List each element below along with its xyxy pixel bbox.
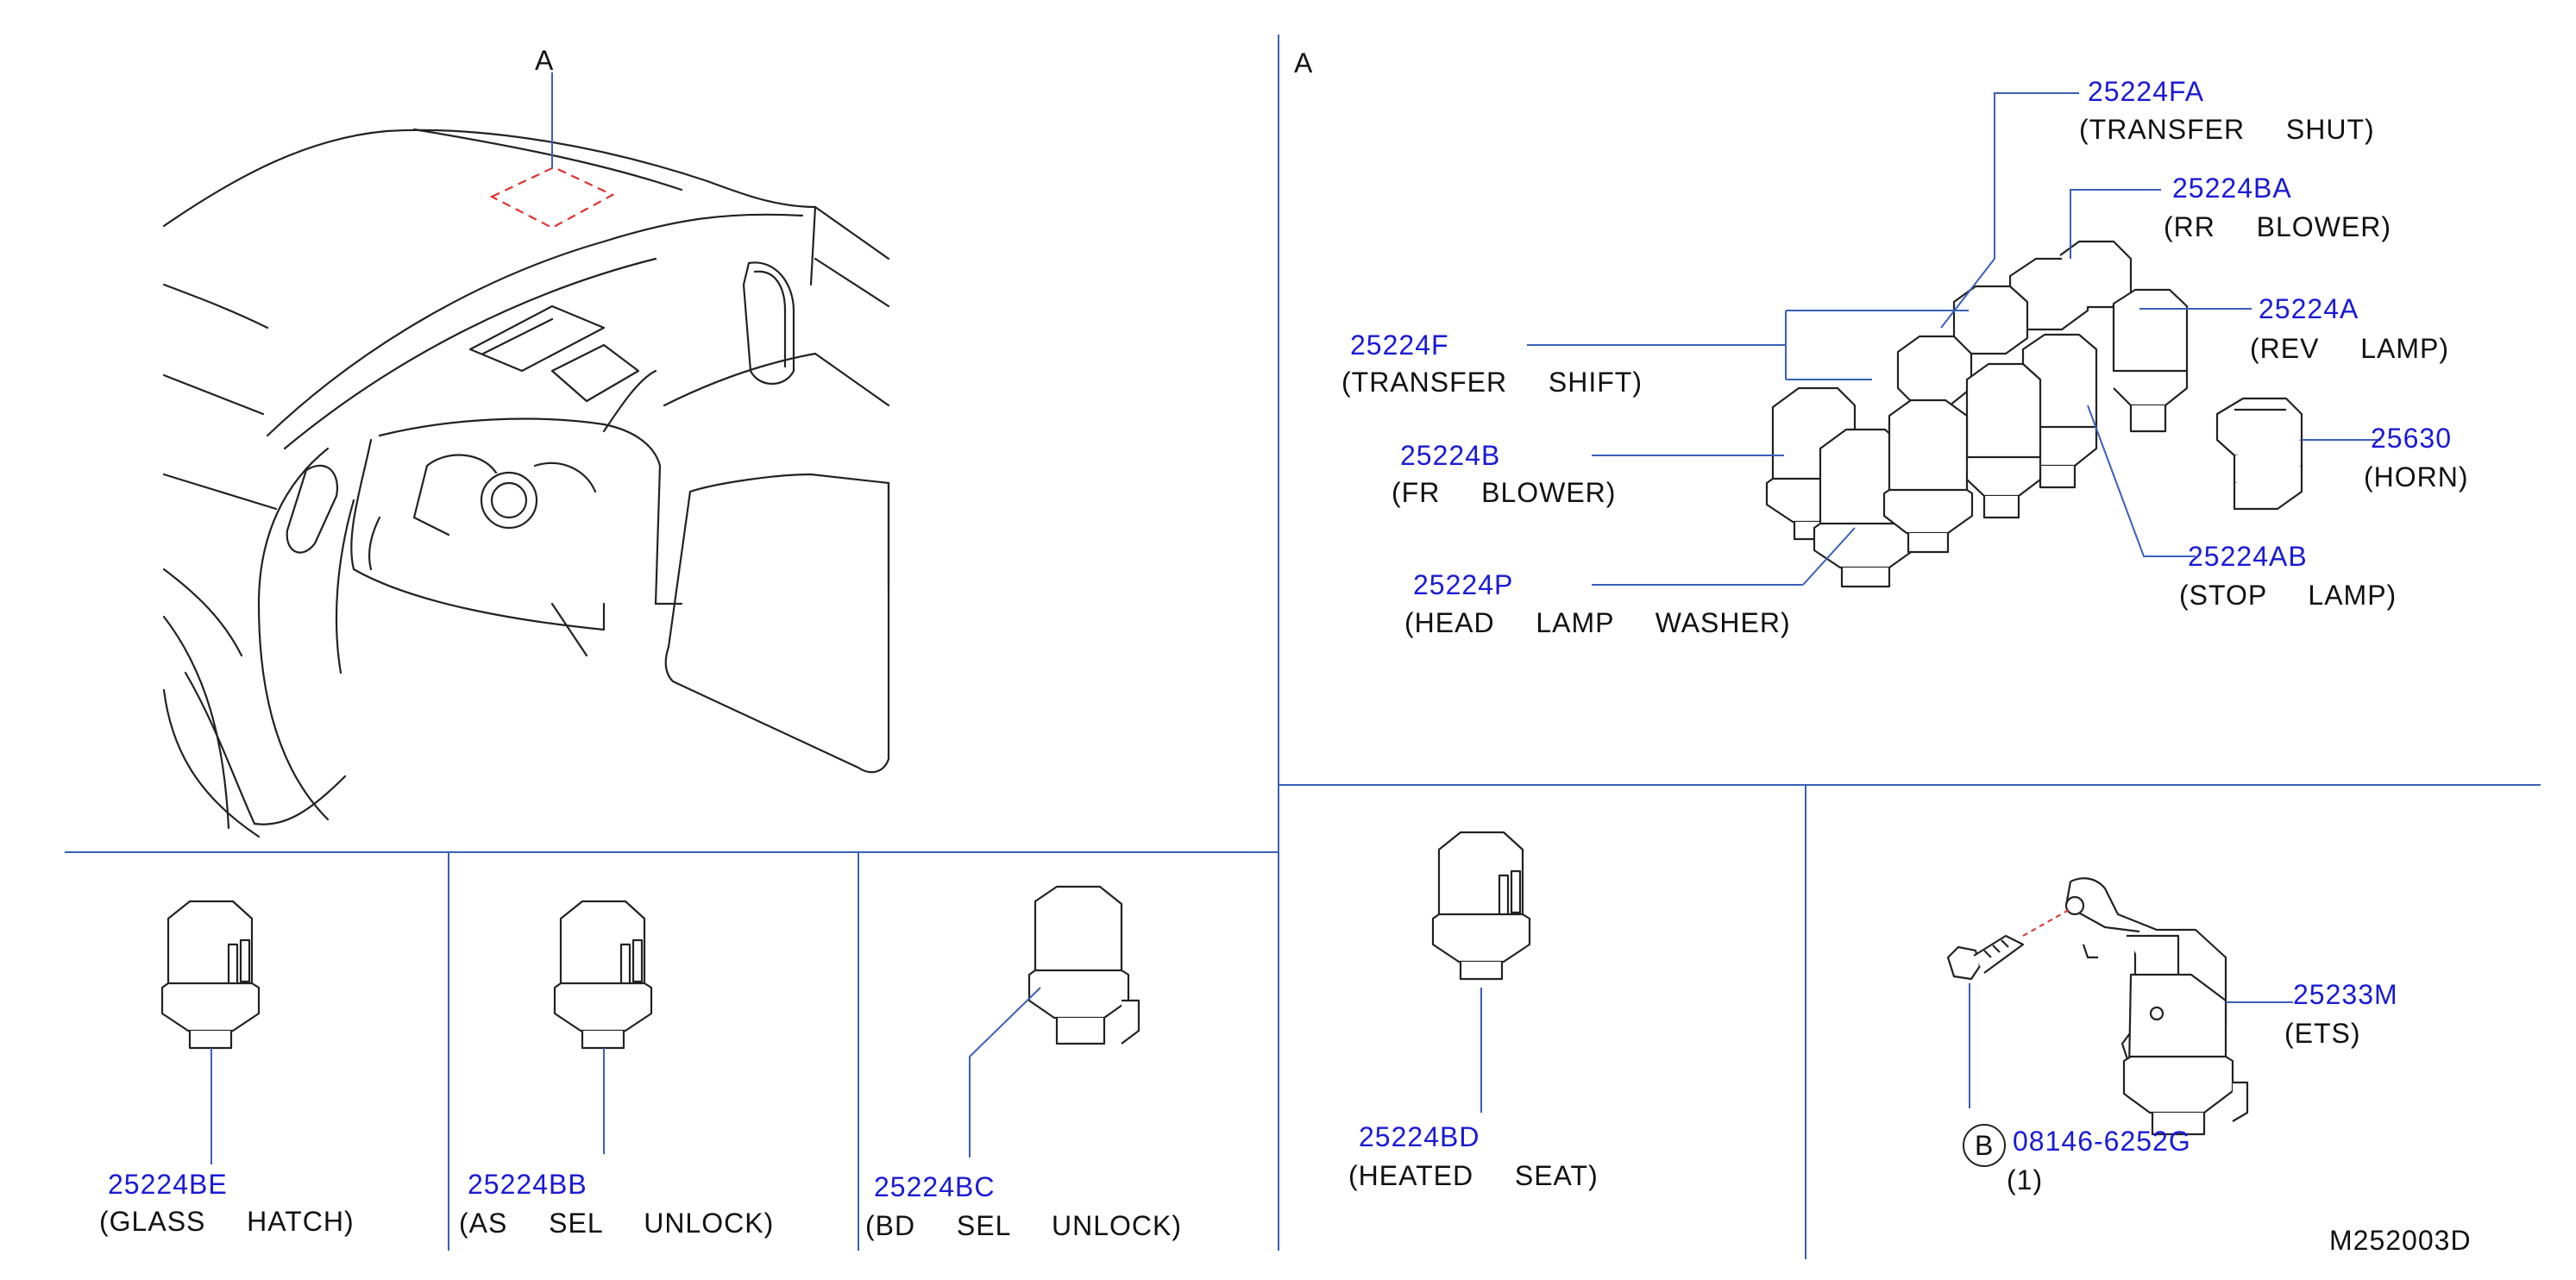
callout-desc-head-lamp-washer: (HEAD LAMP WASHER)	[1404, 607, 1791, 638]
bolt-marker-letter: B	[1975, 1130, 1995, 1161]
dashboard-overview-drawing	[162, 128, 890, 838]
callout-desc-glass-hatch: (GLASS HATCH)	[99, 1206, 355, 1237]
relay-glass-hatch-drawing	[160, 900, 261, 1050]
callout-pn-rev-lamp: 25224A	[2259, 293, 2359, 324]
callout-pn-transfer-shut: 25224FA	[2088, 76, 2205, 107]
callout-pn-horn: 25630	[2371, 423, 2452, 454]
callout-desc-horn: (HORN)	[2364, 461, 2469, 493]
callout-pn-ets: 25233M	[2293, 979, 2398, 1010]
relay-bd-sel-unlock-drawing	[1027, 885, 1140, 1045]
relay-ets-with-bracket-drawing	[2064, 877, 2249, 1136]
callout-desc-stop-lamp: (STOP LAMP)	[2179, 580, 2397, 611]
detail-view-label: A	[1294, 47, 1314, 78]
relay-location-marker	[489, 166, 615, 229]
callout-pn-stop-lamp: 25224AB	[2188, 541, 2308, 572]
drawing-code: M252003D	[2329, 1225, 2472, 1256]
callout-desc-bd-sel-unlock: (BD SEL UNLOCK)	[865, 1210, 1182, 1241]
callout-desc-heated-seat: (HEATED SEAT)	[1348, 1160, 1599, 1191]
callout-pn-fr-blower: 25224B	[1400, 440, 1501, 471]
relay-as-sel-unlock-drawing	[553, 900, 653, 1050]
bolt-marker-circle	[1963, 1124, 2006, 1167]
panel-dividers	[65, 35, 2541, 1259]
leader-lines	[210, 92, 2381, 1164]
callout-pn-rr-blower: 25224BA	[2172, 173, 2292, 204]
callout-pn-bolt: 08146-6252G	[2013, 1126, 2191, 1157]
callout-desc-as-sel-unlock: (AS SEL UNLOCK)	[459, 1208, 775, 1239]
callout-pn-glass-hatch: 25224BE	[108, 1169, 228, 1200]
callout-desc-transfer-shift: (TRANSFER SHIFT)	[1341, 367, 1643, 398]
callout-desc-transfer-shut: (TRANSFER SHUT)	[2079, 114, 2375, 145]
callout-pn-heated-seat: 25224BD	[1359, 1121, 1480, 1152]
callout-desc-rr-blower: (RR BLOWER)	[2164, 211, 2391, 242]
overview-view-label: A	[535, 45, 555, 76]
bolt-drawing	[1946, 934, 2025, 981]
relay-heated-seat-drawing	[1431, 831, 1531, 981]
callout-desc-ets: (ETS)	[2284, 1018, 2361, 1049]
callout-pn-as-sel-unlock: 25224BB	[468, 1169, 587, 1200]
callout-desc-fr-blower: (FR BLOWER)	[1392, 477, 1617, 508]
callout-pn-transfer-shift: 25224F	[1350, 329, 1449, 361]
relay-block-assembly	[1765, 240, 2303, 588]
callout-qty-bolt: (1)	[2007, 1164, 2044, 1195]
callout-desc-rev-lamp: (REV LAMP)	[2250, 333, 2450, 364]
callout-pn-head-lamp-washer: 25224P	[1413, 569, 1514, 600]
bolt-alignment-line	[2022, 909, 2070, 937]
callout-pn-bd-sel-unlock: 25224BC	[874, 1171, 996, 1202]
